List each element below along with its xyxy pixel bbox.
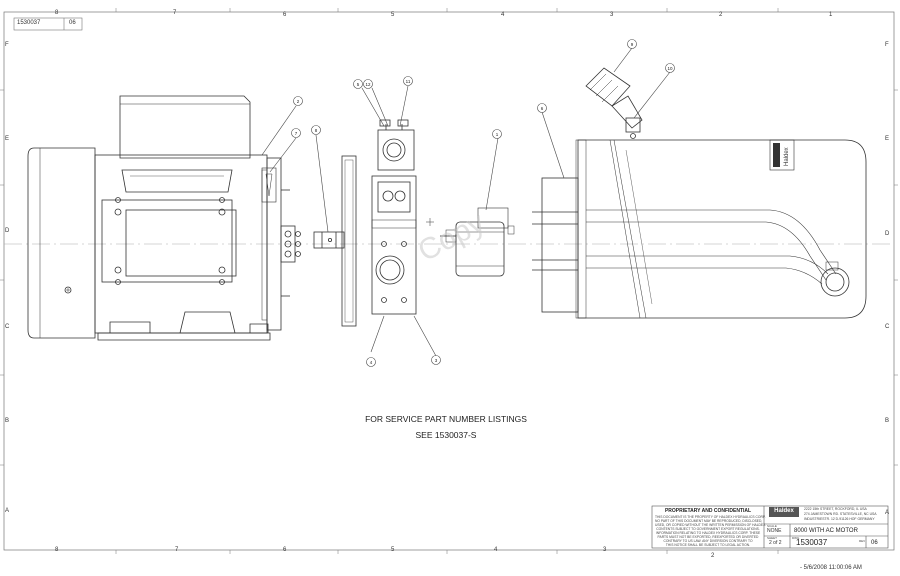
zone-label-right-A: A — [885, 510, 890, 516]
zone-label-top-4: 4 — [501, 12, 505, 18]
confidential-line: THIS DOCUMENT IS THE PROPERTY OF HALDEX … — [655, 515, 766, 519]
doc-number-box — [13, 17, 83, 31]
tank-label-plate — [769, 139, 795, 171]
balloon-11: 11 — [406, 79, 411, 84]
zone-label-bottom-6: 6 — [283, 547, 287, 553]
pump-gear — [440, 207, 515, 277]
balloon-8: 8 — [315, 128, 318, 133]
zone-ticks — [0, 8, 898, 554]
balloon-4: 4 — [370, 360, 373, 365]
motor — [27, 95, 301, 341]
revision-top-left: 06 — [69, 20, 76, 26]
confidential-line: CONTENTS SUBJECT TO GOVERNMENT EXPORT RE… — [656, 527, 760, 531]
zone-label-left-C: C — [5, 324, 10, 330]
motor-feet — [97, 332, 271, 341]
rev-label: REV — [859, 539, 866, 543]
zone-label-bottom-3: 3 — [603, 547, 607, 553]
drawing-title: 8000 WITH AC MOTOR — [794, 528, 858, 534]
zone-label-left-D: D — [5, 228, 10, 234]
company-logo: Haldex — [774, 508, 794, 514]
leader-lines — [261, 47, 671, 357]
zone-label-top-1: 1 — [829, 12, 833, 18]
motor-flange-bracket — [261, 167, 277, 203]
balloon-circles — [291, 39, 675, 367]
confidential-line: THIS NOTICE SHALL BE SUBJECT TO LEGAL AC… — [665, 543, 751, 547]
balloon-3: 3 — [435, 358, 438, 363]
reservoir-tank — [532, 139, 867, 319]
zone-label-top-5: 5 — [391, 12, 395, 18]
zone-label-left-E: E — [5, 136, 10, 142]
tank-flange — [541, 177, 579, 313]
motor-plate — [101, 199, 233, 283]
balloon-10: 10 — [667, 66, 673, 71]
zone-label-right-E: E — [885, 136, 890, 142]
dwg-label: DWG — [792, 536, 800, 540]
print-timestamp: - 5/6/2008 11:00:06 AM — [800, 565, 862, 571]
centre-mark — [426, 218, 434, 226]
zone-label-bottom-5: 5 — [391, 547, 395, 553]
pump-port — [375, 255, 405, 285]
balloon-2: 2 — [297, 99, 300, 104]
zone-label-right-F: F — [885, 42, 889, 48]
zone-label-top-2: 2 — [719, 12, 723, 18]
confidential-line: USED, OR COPIED WITHOUT THE WRITTEN PERM… — [655, 523, 767, 527]
watermark: Copy — [413, 206, 490, 268]
scale-value: NONE — [767, 528, 782, 534]
balloon-12: 12 — [365, 82, 371, 87]
balloon-6: 6 — [541, 106, 544, 111]
pump-manifold — [371, 119, 417, 315]
sheet-value: 2 of 2 — [769, 540, 782, 546]
zone-label-bottom-2: 2 — [711, 553, 715, 559]
breather-cap — [585, 67, 643, 139]
valve-block — [377, 129, 415, 171]
address-line: 274 JAMESTOWN RD. STATESVILLE, NC USA — [804, 512, 877, 516]
zone-label-left-A: A — [5, 508, 10, 514]
service-note-line1: FOR SERVICE PART NUMBER LISTINGS — [365, 414, 527, 424]
balloon-1: 1 — [496, 132, 499, 137]
zone-label-bottom-7: 7 — [175, 547, 179, 553]
scale-label: SCALE — [767, 524, 777, 528]
zone-label-right-B: B — [885, 418, 890, 424]
zone-label-left-B: B — [5, 418, 10, 424]
balloon-9: 9 — [631, 42, 634, 47]
zone-label-right-D: D — [885, 231, 890, 237]
confidential-line: PARTS MUST NOT BE EXPORTED, REEXPORTED O… — [657, 535, 759, 539]
gasket-plate — [341, 155, 357, 327]
service-note-line2: SEE 1530037-S — [415, 430, 477, 440]
revision-number: 06 — [871, 540, 878, 546]
zone-label-top-3: 3 — [610, 12, 614, 18]
junction-box — [119, 95, 251, 159]
address-line: 2222 15th STREET, ROCKFORD, IL USA — [804, 507, 867, 511]
sheet-border — [3, 11, 895, 551]
zone-label-left-F: F — [5, 42, 9, 48]
balloon-7: 7 — [295, 131, 298, 136]
zone-label-top-7: 7 — [173, 10, 177, 16]
confidential-line: NO PART OF THIS DOCUMENT MAY BE REPRODUC… — [655, 519, 763, 523]
doc-number-top-left: 1530037 — [17, 20, 41, 26]
confidential-line: CONTRARY TO US LAW. ANY DIVERSION CONTRA… — [663, 539, 753, 543]
zone-label-right-C: C — [885, 324, 890, 330]
motor-fan-cover — [27, 147, 96, 339]
coupling — [313, 231, 345, 249]
drawing-number: 1530037 — [796, 538, 828, 547]
title-block-frame — [651, 505, 889, 549]
balloon-5: 5 — [357, 82, 360, 87]
sheet-label: SHEET — [767, 536, 778, 540]
pump-body — [371, 175, 417, 315]
zone-label-top-8: 8 — [55, 10, 59, 16]
confidential-text: THIS DOCUMENT IS THE PROPERTY OF HALDEX … — [655, 515, 767, 547]
confidential-line: INFORMATION RELATING TO HALDEX HYDRAULIC… — [655, 531, 761, 535]
balloon-labels: 1 2 3 4 5 6 7 8 9 10 11 12 — [295, 42, 673, 365]
zone-label-bottom-8: 8 — [55, 547, 59, 553]
address-line: INDUSTRIESTR. 12 D-91126 HOF GERMANY — [804, 517, 875, 521]
tank-label-text: Haldex — [784, 147, 790, 166]
company-addresses: 2222 15th STREET, ROCKFORD, IL USA 274 J… — [804, 507, 877, 522]
zone-label-top-6: 6 — [283, 12, 287, 18]
confidential-heading: PROPRIETARY AND CONFIDENTIAL — [664, 508, 752, 514]
zone-label-bottom-4: 4 — [494, 547, 498, 553]
